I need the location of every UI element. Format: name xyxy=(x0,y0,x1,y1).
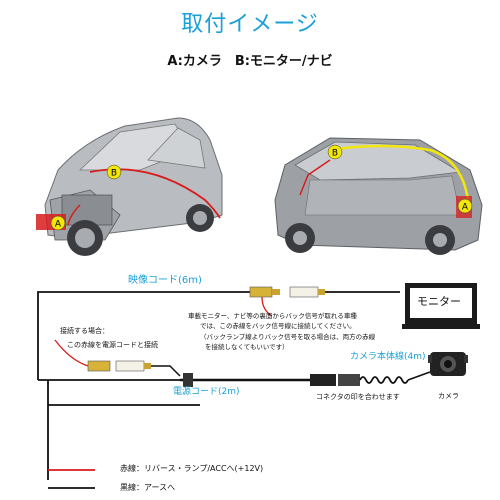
svg-text:A: A xyxy=(55,220,62,230)
right-badge-a: A xyxy=(457,198,473,214)
right-badge-b: B xyxy=(327,144,343,160)
note-line-1: 車載モニター、ナビ等の裏面からバック信号が取れる車種 xyxy=(188,312,357,320)
camera-cable-label: カメラ本体線(4m) xyxy=(350,352,426,362)
page-title: 取付イメージ xyxy=(181,12,319,37)
video-cord-connector xyxy=(249,286,325,298)
page-subtitle: A:カメラ B:モニター/ナビ xyxy=(167,54,333,69)
monitor-icon xyxy=(402,283,480,329)
svg-text:A: A xyxy=(462,203,469,213)
left-car-illustration xyxy=(36,117,223,256)
ferrite-core xyxy=(183,373,193,387)
power-cord-label: 電源コード(2m) xyxy=(173,387,240,397)
connect-label-2: この赤線を電源コードと接続 xyxy=(67,341,158,349)
video-cord-label: 映像コード(6m) xyxy=(128,275,202,286)
monitor-label: モニター xyxy=(417,295,461,308)
right-car-illustration xyxy=(274,137,483,255)
red-wire-label: 赤線：リバース・ランプ/ACCへ(+12V) xyxy=(120,464,264,473)
connect-label-1: 接続する場合： xyxy=(60,327,109,335)
note-line-4: を接続しなくてもいいです） xyxy=(205,343,289,351)
svg-text:B: B xyxy=(111,169,117,179)
video-red-wire xyxy=(261,296,273,317)
power-split-connector xyxy=(87,360,151,372)
connector-note: コネクタの印を合わせます xyxy=(316,393,400,401)
note-line-2: では、この赤線をバック信号線に接続してください。 xyxy=(200,322,356,330)
svg-text:B: B xyxy=(332,149,338,159)
left-badge-b: B xyxy=(106,164,122,180)
left-badge-a: A xyxy=(50,215,66,231)
video-cord-line xyxy=(37,291,400,380)
camera-label: カメラ xyxy=(438,392,459,400)
power-red-wire xyxy=(54,339,89,367)
note-line-3: （バックランプ線よりバック信号を取る場合は、両方の赤線 xyxy=(200,333,376,341)
camera-cable-connector xyxy=(310,374,409,386)
camera-icon xyxy=(428,352,468,376)
black-wire-label: 黒線：アースへ xyxy=(120,483,176,492)
